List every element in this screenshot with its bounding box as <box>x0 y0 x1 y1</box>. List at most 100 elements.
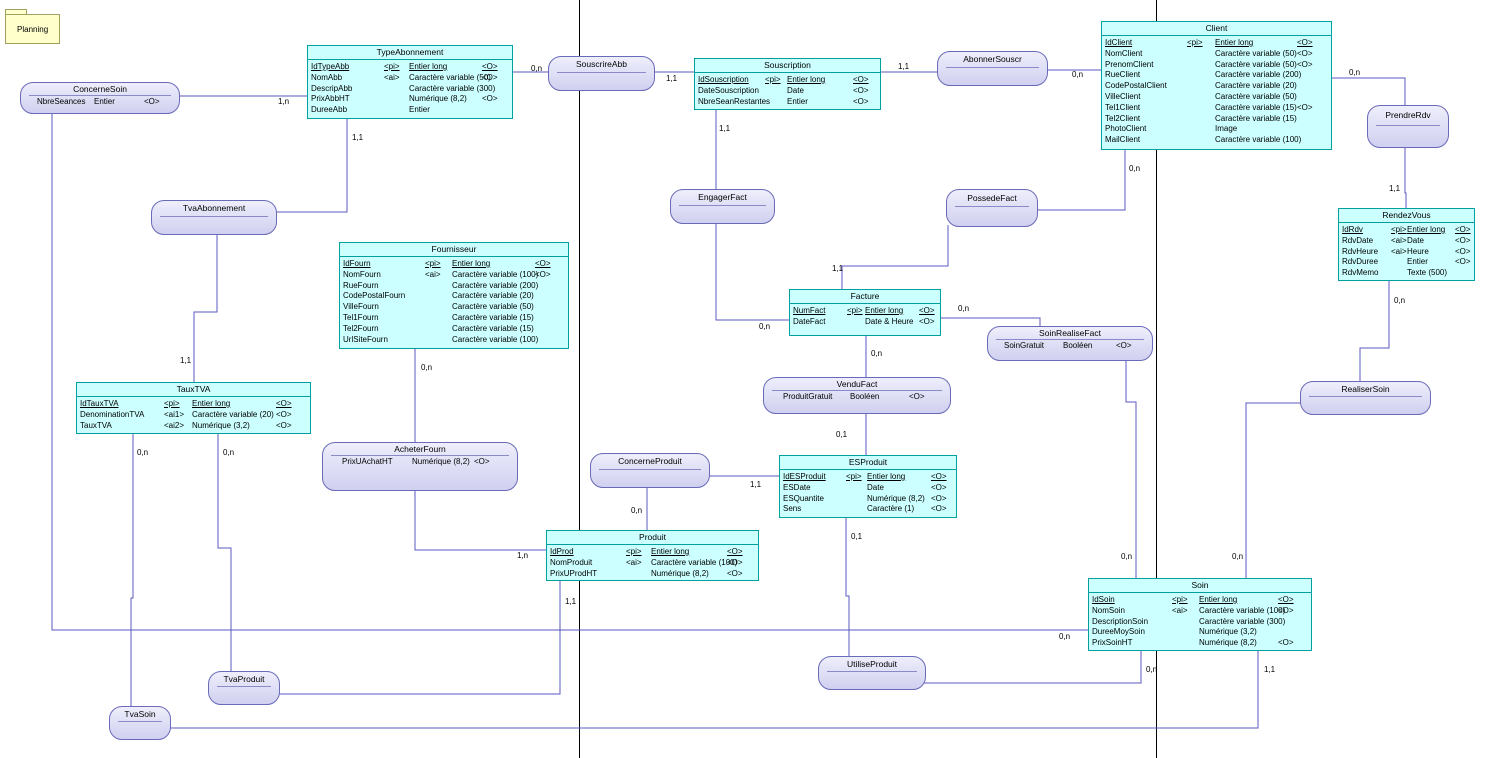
link-tauxtva-tvasoin <box>130 433 134 706</box>
association-title: TvaAbonnement <box>182 203 246 213</box>
attr-type: Entier long <box>787 75 826 84</box>
attribute-row: IdClient<pi>Entier long<O> <box>1105 38 1328 49</box>
attr-key: <ai> <box>1391 246 1407 256</box>
link-esproduit-utiliseproduit <box>845 517 850 657</box>
link-client-prendrerdv <box>1331 77 1406 106</box>
card-soin-soinrealisefact: 0,n <box>1121 552 1133 561</box>
attr-type: Date & Heure <box>865 316 914 326</box>
attr-type: Entier <box>409 105 430 115</box>
entity-title: TypeAbonnement <box>308 46 512 60</box>
entity-title: TauxTVA <box>77 383 310 397</box>
card-esproduit-vendufact: 0,1 <box>836 430 848 439</box>
attr-name: NomClient <box>1105 48 1143 58</box>
association-divider <box>1309 396 1422 397</box>
card-facture-engagerfact: 0,n <box>759 322 771 331</box>
attr-mandatory: <O> <box>144 97 160 106</box>
package-planning[interactable]: Planning <box>5 14 60 44</box>
attr-mandatory: <O> <box>727 557 743 567</box>
attr-type: Entier long <box>192 399 231 408</box>
association-tvaabonnement[interactable]: TvaAbonnement <box>151 200 277 235</box>
association-souscrireabb[interactable]: SouscrireAbb <box>548 56 655 91</box>
attr-name: DenominationTVA <box>80 409 145 419</box>
link-tauxtva-tvaproduit <box>217 433 232 672</box>
attr-type: Entier long <box>867 472 906 481</box>
attr-type: Caractère variable (15) <box>1215 102 1297 112</box>
attr-name: NomSoin <box>1092 605 1125 615</box>
link-soinrealisefact-soin <box>1125 360 1137 578</box>
association-engagerfact[interactable]: EngagerFact <box>670 189 775 224</box>
card-produit-acheterfourn: 1,n <box>517 551 529 560</box>
link-rendezvous-realisersoin <box>1359 280 1390 382</box>
association-prendrerdv[interactable]: PrendreRdv <box>1367 105 1449 148</box>
association-utiliseproduit[interactable]: UtiliseProduit <box>818 656 926 690</box>
attr-type: Caractère variable (100) <box>651 557 738 567</box>
association-abonnersouscr[interactable]: AbonnerSouscr <box>937 51 1048 86</box>
attr-name: NbreSeanRestantes <box>698 96 771 106</box>
attr-key: <pi> <box>164 399 180 408</box>
association-possedefact[interactable]: PossedeFact <box>946 189 1038 227</box>
card-client-prendrerdv: 0,n <box>1349 68 1361 77</box>
attr-mandatory: <O> <box>482 94 498 104</box>
association-realisersoin[interactable]: RealiserSoin <box>1300 381 1431 415</box>
association-title: SouscrireAbb <box>575 59 628 69</box>
card-facture-possedefact: 1,1 <box>832 264 844 273</box>
attr-key: <pi> <box>1391 225 1407 234</box>
attr-key: <ai> <box>384 72 400 82</box>
attr-mandatory: <O> <box>931 504 947 514</box>
card-souscription-engagerfact: 1,1 <box>719 124 731 133</box>
association-divider <box>1376 124 1440 126</box>
attr-name: RueFourn <box>343 280 379 290</box>
attr-name: RdvDate <box>1342 235 1374 245</box>
attr-mandatory: <O> <box>1278 595 1294 604</box>
attr-name: PrixUProdHT <box>550 568 598 578</box>
card-typeabb-tvaabonnement: 1,1 <box>352 133 364 142</box>
attr-type: Booléen <box>850 392 880 401</box>
entity-title: Fournisseur <box>340 243 568 257</box>
attr-type: Booléen <box>1063 341 1093 350</box>
attr-type: Caractère variable (200) <box>1215 70 1302 80</box>
attr-type: Entier long <box>1199 595 1238 604</box>
card-souscription-abonnersouscr: 1,1 <box>898 62 910 71</box>
attr-mandatory: <O> <box>535 269 551 279</box>
attr-mandatory: <O> <box>1297 48 1313 58</box>
association-concerneproduit[interactable]: ConcerneProduit <box>590 453 710 488</box>
package-tab <box>5 9 27 15</box>
attr-name: DureeAbb <box>311 105 348 115</box>
attr-type: Date <box>1407 235 1424 245</box>
attr-mandatory: <O> <box>727 568 743 578</box>
attr-type: Caractère variable (100) <box>452 334 539 344</box>
card-esproduit-concerneproduit: 0,n <box>631 506 643 515</box>
association-tvaproduit[interactable]: TvaProduit <box>208 671 280 705</box>
attribute-row: RdvDate<ai>Date<O> <box>1342 236 1471 247</box>
association-divider <box>772 390 942 391</box>
attr-key: <pi> <box>847 306 863 315</box>
association-tvasoin[interactable]: TvaSoin <box>109 706 171 740</box>
attr-mandatory: <O> <box>931 482 947 492</box>
link-engagerfact-facture <box>715 223 789 321</box>
entity-attributes: IdRdv<pi>Entier long<O>RdvDate<ai>Date<O… <box>1339 223 1474 281</box>
attr-type: Caractère variable (15) <box>1215 113 1297 123</box>
attr-type: Caractère variable (100) <box>1215 135 1302 145</box>
attr-name: RdvHeure <box>1342 246 1379 256</box>
attr-type: Numérique (8,2) <box>867 493 925 503</box>
